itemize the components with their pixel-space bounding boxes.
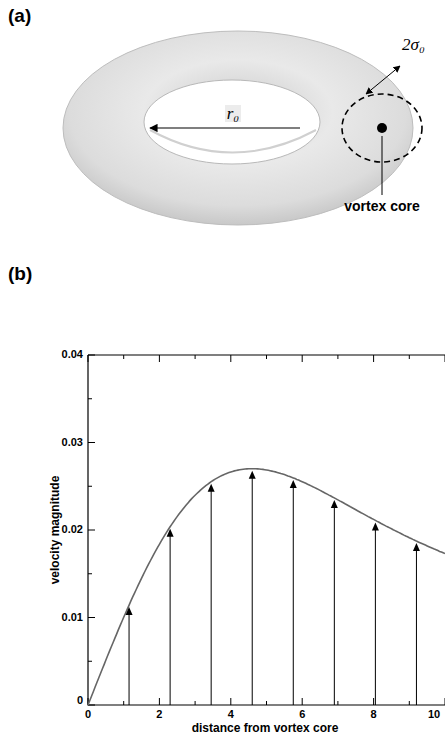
- tick-label: 0.04: [62, 349, 83, 360]
- tick-label: 0.02: [62, 524, 83, 535]
- tick-label: 8: [371, 709, 377, 720]
- panel-label: (b): [8, 264, 32, 283]
- leader-line: [382, 136, 383, 195]
- diameter-arrow: [366, 66, 400, 94]
- tick-label: 10: [428, 709, 440, 720]
- torus-hole: [144, 80, 320, 164]
- torus-shade: [150, 130, 316, 153]
- axis-title: velocity magnitude: [49, 476, 61, 585]
- tick-label: 0: [77, 695, 83, 706]
- radius-arrow: [150, 127, 300, 128]
- tick-label: 0.01: [62, 612, 83, 623]
- tick-label: 0: [85, 709, 91, 720]
- tick-label: 0.03: [62, 437, 83, 448]
- axis-title: distance from vortex core: [192, 722, 339, 734]
- core-label: vortex core: [344, 199, 419, 213]
- panel-label: (a): [8, 6, 31, 25]
- tick-label: 2: [156, 709, 162, 720]
- radius-label: r₀: [225, 105, 242, 122]
- velocity-arrow: [129, 477, 416, 705]
- core-dot: [377, 123, 387, 133]
- tick-label: 4: [228, 709, 234, 720]
- axis-frame: [88, 355, 445, 705]
- axis-ticks: [88, 355, 445, 705]
- tick-label: 6: [299, 709, 305, 720]
- torus-body: [63, 31, 413, 225]
- diameter-label: 2σ₀: [402, 36, 425, 53]
- velocity-curve: [88, 469, 445, 705]
